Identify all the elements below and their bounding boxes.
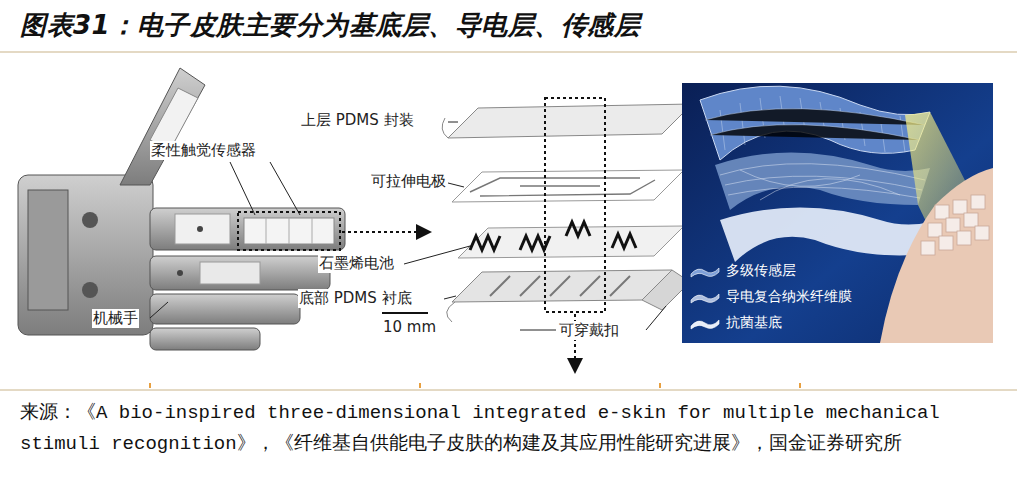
leader-line — [444, 296, 456, 299]
legend-icon — [690, 290, 720, 304]
leader-line — [150, 302, 168, 318]
figure-title: 图表31：电子皮肤主要分为基底层、导电层、传感层 — [20, 8, 640, 43]
leader-line — [646, 306, 666, 330]
legend-text: 多级传感层 — [726, 262, 796, 280]
leader-line — [520, 330, 556, 331]
legend-item: 多级传感层 — [690, 262, 796, 280]
scale-bar — [382, 312, 428, 314]
legend-icon — [690, 264, 720, 278]
part-label: 石墨烯电池 — [318, 254, 395, 273]
rule-line — [0, 51, 1017, 52]
rule-line — [0, 390, 1017, 391]
leader-line — [404, 246, 470, 264]
exploded-layers — [442, 104, 692, 322]
leader-line — [230, 162, 255, 215]
leader-line — [448, 183, 464, 187]
part-label: 上层 PDMS 封装 — [300, 111, 415, 130]
part-label: 可穿戴扣 — [558, 321, 620, 340]
focus-box — [238, 212, 340, 250]
legend-item: 抗菌基底 — [690, 314, 782, 332]
part-label: 可拉伸电极 — [370, 172, 447, 191]
leader-line — [448, 122, 458, 123]
legend-text: 导电复合纳米纤维膜 — [726, 288, 852, 306]
part-label: 柔性触觉传感器 — [150, 141, 257, 160]
part-label: 10 mm — [382, 318, 437, 336]
legend-item: 导电复合纳米纤维膜 — [690, 288, 852, 306]
tick-marks — [150, 383, 800, 388]
dotted-arrow — [342, 231, 428, 233]
part-label: 底部 PDMS 衬底 — [298, 289, 413, 308]
legend-icon — [690, 316, 720, 330]
source-note: 来源：《A bio-inspired three-dimensional int… — [20, 398, 1010, 460]
leader-line — [270, 162, 300, 215]
e-skin-render — [682, 83, 993, 343]
part-label: 机械手 — [92, 309, 139, 328]
legend-text: 抗菌基底 — [726, 314, 782, 332]
robot-hand — [18, 68, 345, 350]
focus-box — [545, 98, 605, 312]
